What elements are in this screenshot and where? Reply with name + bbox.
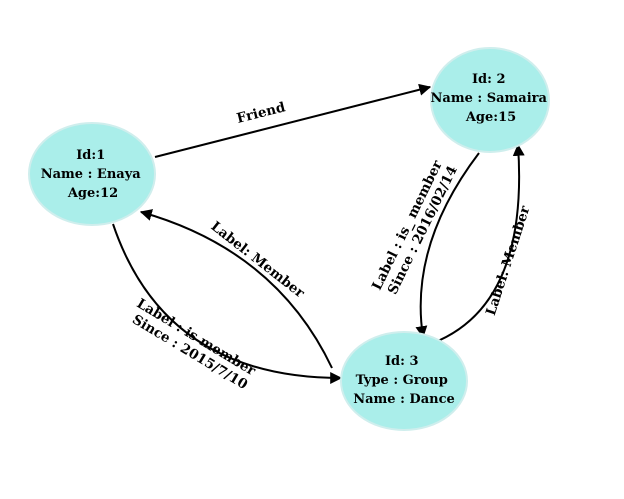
edge-is-member-samaira: [415, 152, 480, 339]
edge-label-member-enaya: Label: Member: [208, 218, 308, 301]
node-group-label: Id: 3 Type : Group Name : Dance: [353, 354, 455, 407]
edge-friend: [154, 83, 432, 158]
edge-is-member-enaya: [112, 223, 343, 384]
node-group: Id: 3 Type : Group Name : Dance: [340, 331, 468, 431]
edge-label-member-samaira: Label: Member: [483, 203, 534, 317]
edge-member-samaira: [432, 143, 525, 344]
edge-label-friend: Friend: [235, 99, 287, 127]
edge-label-is-member-samaira: Label : is_ member Since : 2016/02/14: [369, 154, 462, 300]
node-samaira: Id: 2 Name : Samaira Age:15: [430, 47, 552, 153]
node-enaya-ellipse: [28, 122, 156, 226]
edge-label-is-member-enaya: Label : is member Since : 2015/7/10: [126, 296, 263, 396]
node-samaira-ellipse: [430, 47, 550, 153]
node-samaira-label: Id: 2 Name : Samaira Age:15: [431, 72, 552, 125]
node-group-ellipse: [340, 331, 468, 431]
node-enaya: Id:1 Name : Enaya Age:12: [28, 122, 156, 226]
node-enaya-label: Id:1 Name : Enaya Age:12: [41, 148, 145, 201]
edge-member-enaya: [139, 209, 333, 369]
